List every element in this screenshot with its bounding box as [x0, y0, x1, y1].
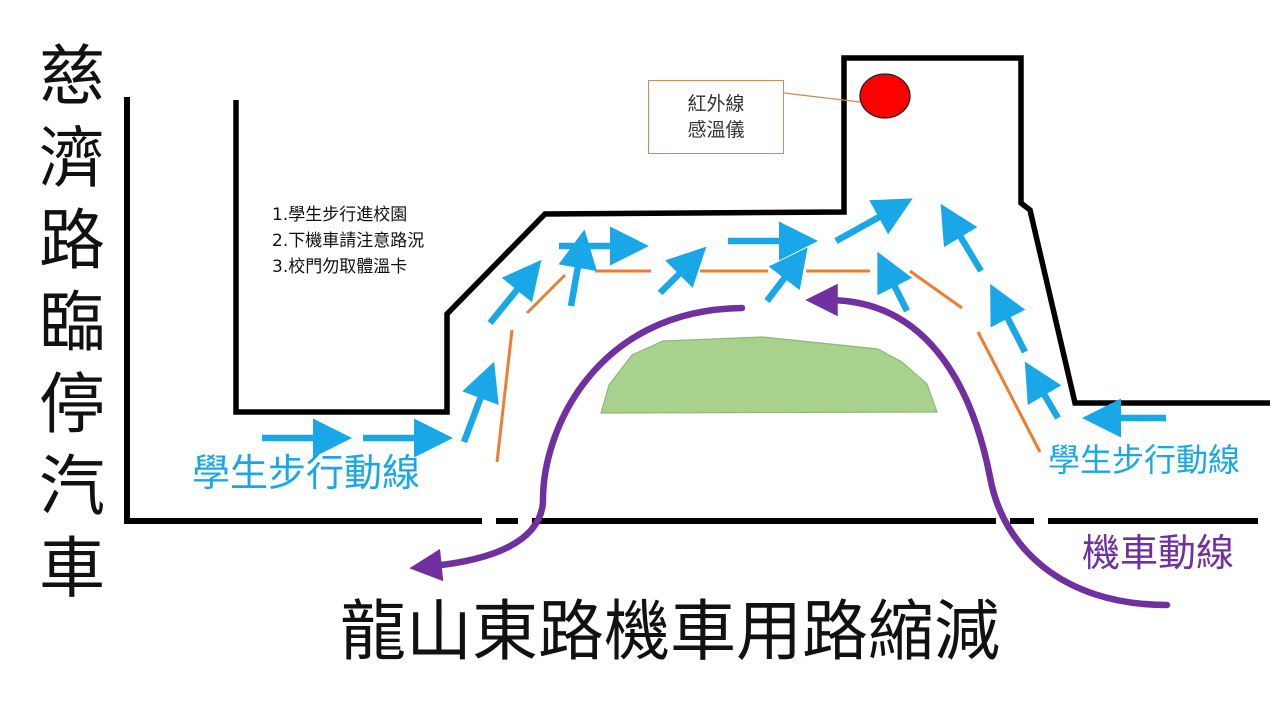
motorcycle-flow-label: 機車動線	[1082, 531, 1235, 575]
notice-item: 1.學生步行進校園	[272, 205, 408, 225]
traffic-island	[600, 336, 938, 414]
thermometer-callout: 紅外線 感溫儀	[648, 80, 784, 154]
walk-arrow	[657, 246, 707, 296]
left-road-edge	[124, 97, 460, 524]
motorcycle-entry-path	[805, 283, 1171, 609]
walking-route	[495, 269, 1042, 463]
notice-list: 1.學生步行進校園 2.下機車請注意路況 3.校門勿取體溫卡	[272, 202, 424, 280]
site-outline	[124, 55, 1270, 524]
walk-arrow	[834, 198, 913, 244]
campus-boundary	[233, 55, 1270, 415]
callout-line: 紅外線	[687, 93, 745, 115]
route-segment	[525, 273, 567, 315]
walk-arrow	[940, 203, 984, 273]
route-segment	[976, 331, 1042, 453]
callout-leader	[783, 92, 861, 103]
thermometer-marker	[859, 73, 911, 119]
main-road-label: 龍山東路機車用路縮減	[340, 593, 1000, 670]
motorcycle-flow	[409, 283, 1171, 609]
student-walking-arrows	[262, 198, 1166, 458]
walk-arrow	[990, 283, 1028, 354]
walk-arrow	[877, 251, 913, 313]
route-segment	[495, 329, 514, 463]
walk-arrow	[764, 247, 808, 303]
notice-item: 3.校門勿取體溫卡	[272, 257, 408, 277]
callout-line: 感溫儀	[687, 119, 745, 141]
student-flow-label-left: 學生步行動線	[192, 451, 421, 495]
walk-arrow	[558, 229, 597, 307]
walk-arrow	[460, 361, 499, 444]
side-road-label: 慈濟路臨停汽車	[39, 38, 105, 607]
motorcycle-exit-path	[409, 304, 746, 582]
student-flow-label-right: 學生步行動線	[1048, 441, 1241, 479]
notice-item: 2.下機車請注意路況	[272, 231, 425, 251]
route-segment	[909, 269, 963, 310]
walk-arrow	[1024, 361, 1062, 420]
walk-arrow	[487, 259, 542, 326]
